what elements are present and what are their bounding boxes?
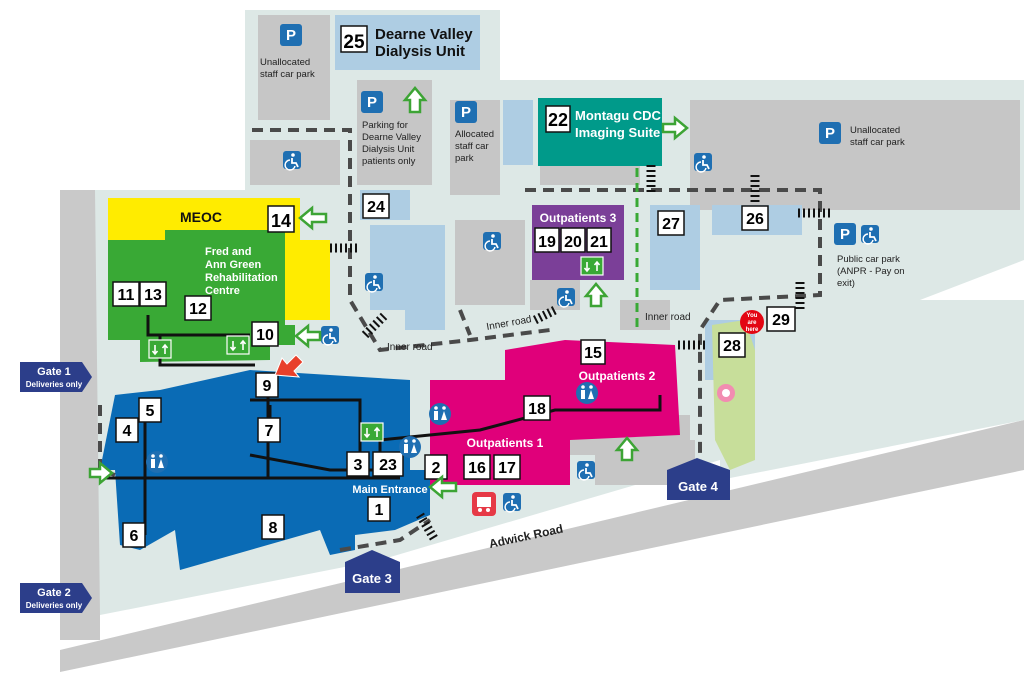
parking-icon-3: P — [461, 104, 471, 121]
gate-4-label: Gate 4 — [678, 479, 719, 494]
allocated-1: Allocated — [455, 129, 494, 140]
gate-1-label: Gate 1 — [37, 366, 71, 378]
unallocated-top-1: Unallocated — [260, 57, 310, 68]
unallocated-right-2: staff car park — [850, 137, 905, 148]
building-25-name-2: Dialysis Unit — [375, 43, 465, 60]
building-15-number: 15 — [584, 345, 602, 362]
outpatients-1-label: Outpatients 1 — [467, 436, 544, 450]
building-28-number: 28 — [723, 338, 741, 355]
building-outpatients[interactable] — [430, 340, 680, 485]
building-3-number: 3 — [354, 457, 363, 474]
fred-label-1: Fred and — [205, 246, 251, 258]
building-main-hospital[interactable] — [100, 370, 430, 570]
public-car-park-2: (ANPR - Pay on — [837, 266, 905, 277]
building-25-name-1: Dearne Valley — [375, 26, 473, 43]
meoc-label: MEOC — [180, 209, 222, 225]
building-10-number: 10 — [256, 327, 274, 344]
building-6-number: 6 — [130, 528, 139, 545]
main-hospital-numbers: 1 3 23 4 5 6 7 8 9 10 11 12 13 — [112, 281, 404, 548]
building-20-number: 20 — [564, 234, 582, 251]
building-29-number: 29 — [772, 312, 790, 329]
building-21-number: 21 — [590, 234, 608, 251]
building-24-number: 24 — [367, 199, 385, 216]
building-18-number: 18 — [528, 401, 546, 418]
main-entrance-label: Main Entrance — [352, 484, 427, 496]
parking-icon-1: P — [286, 27, 296, 44]
building-12-number: 12 — [189, 301, 207, 318]
unallocated-top-2: staff car park — [260, 69, 315, 80]
unallocated-right-1: Unallocated — [850, 125, 900, 136]
building-7-number: 7 — [265, 423, 274, 440]
gate-2-label: Gate 2 — [37, 587, 71, 599]
entrance-arrow-icon — [88, 86, 689, 500]
building-11-number: 11 — [118, 287, 135, 304]
building-22-number: 22 — [548, 110, 568, 130]
fred-label-4: Centre — [205, 285, 240, 297]
you-are-here-1: You — [747, 313, 758, 319]
parking-icon-4: P — [825, 125, 835, 142]
main-entrance-arrow-icon — [274, 354, 304, 378]
you-are-here-2: are — [747, 320, 757, 326]
parking-dialysis-2: Dearne Valley — [362, 132, 421, 143]
outpatients-3-label: Outpatients 3 — [540, 211, 617, 225]
building-2-number: 2 — [432, 460, 441, 477]
building-4-number: 4 — [123, 423, 132, 440]
road-crossings — [330, 165, 830, 543]
parking-icon-2: P — [367, 94, 377, 111]
building-23-number: 23 — [379, 457, 397, 474]
parking-dialysis-1: Parking for — [362, 120, 408, 131]
public-car-park-1: Public car park — [837, 254, 900, 265]
building-5-number: 5 — [146, 403, 155, 420]
flower-icon — [717, 384, 735, 402]
fred-label-2: Ann Green — [205, 259, 262, 271]
building-25-number: 25 — [343, 32, 365, 53]
outpatients-2-label: Outpatients 2 — [579, 369, 656, 383]
allocated-3: park — [455, 153, 474, 164]
gate-2: Gate 2 Deliveries only — [20, 583, 92, 613]
other-building-numbers: 24 26 27 28 29 — [362, 193, 796, 358]
inner-road-label-1: Inner road — [387, 342, 433, 353]
building-22-name-2: Imaging Suite — [575, 125, 660, 140]
gate-1: Gate 1 Deliveries only — [20, 362, 92, 392]
you-are-here-marker — [740, 310, 764, 334]
building-13-number: 13 — [144, 287, 162, 304]
gate-3-label: Gate 3 — [352, 571, 392, 586]
building-16-number: 16 — [468, 460, 486, 477]
gate-1-sub: Deliveries only — [26, 380, 83, 389]
inner-road-label-3: Inner road — [645, 312, 691, 323]
bus-icon — [472, 492, 496, 516]
building-14-number: 14 — [271, 211, 291, 231]
gate-3: Gate 3 — [345, 550, 400, 593]
building-9-number: 9 — [263, 378, 272, 395]
fred-label-3: Rehabilitation — [205, 272, 278, 284]
gate-2-sub: Deliveries only — [26, 601, 83, 610]
building-26-number: 26 — [746, 211, 764, 228]
gate-4: Gate 4 — [667, 458, 730, 500]
building-17-number: 17 — [498, 460, 516, 477]
building-27-number: 27 — [662, 216, 680, 233]
you-are-here-3: here — [746, 327, 759, 333]
parking-dialysis-3: Dialysis Unit — [362, 144, 415, 155]
public-car-park-3: exit) — [837, 278, 855, 289]
building-22-name-1: Montagu CDC — [575, 108, 662, 123]
adwick-road-verge — [60, 420, 1024, 672]
building-1-number: 1 — [375, 502, 384, 519]
internal-corridors — [100, 315, 662, 535]
building-19-number: 19 — [538, 234, 556, 251]
building-8-number: 8 — [269, 520, 278, 537]
allocated-2: staff car — [455, 141, 489, 152]
parking-icon-5: P — [840, 226, 850, 243]
parking-dialysis-4: patients only — [362, 156, 416, 167]
